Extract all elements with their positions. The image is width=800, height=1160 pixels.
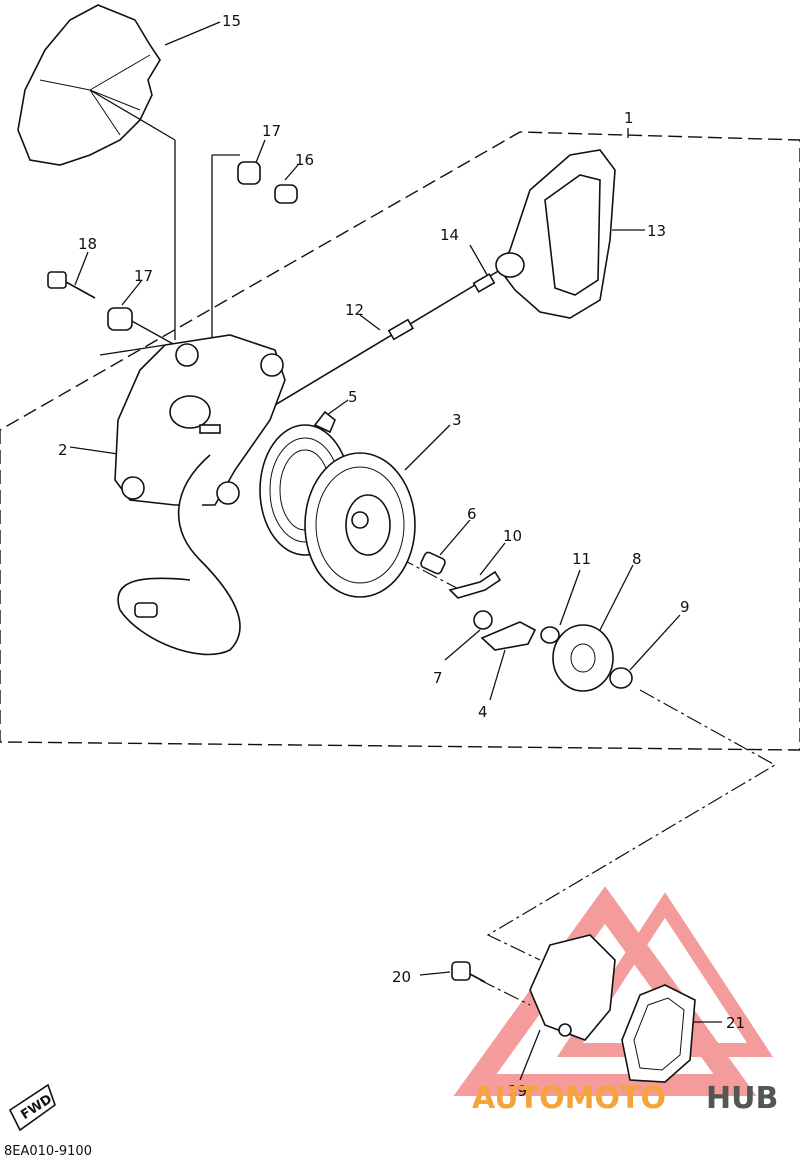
callout-8: 8 [632,550,642,568]
callout-14: 14 [440,226,459,244]
callout-19: 19 [508,1082,527,1100]
part-8-plate [552,624,614,692]
callout-5: 5 [348,388,358,406]
callout-11: 11 [572,550,591,568]
part-17-grommet-upper [237,161,261,185]
watermark-text-part2: HUB [706,1081,778,1116]
part-3-reel [304,452,416,598]
callout-3: 3 [452,411,462,429]
part-2-starter-case [114,334,286,506]
part-17-grommet-lower [107,307,133,331]
alignment-line [486,689,777,961]
fwd-arrow-icon: FWD [8,1083,56,1132]
callout-17-lower: 17 [134,267,153,285]
part-19-bracket [529,934,616,1041]
watermark-text-part1: AUTOMOTO [472,1081,666,1116]
callout-13: 13 [647,222,666,240]
part-4-ratchet [480,621,537,651]
part-9-nut [609,667,633,689]
callout-10: 10 [503,527,522,545]
part-21-gasket [621,984,696,1083]
callout-21: 21 [726,1014,745,1032]
part-6-spring [420,551,446,575]
callout-15: 15 [222,12,241,30]
part-15-decal [17,4,161,166]
diagram-code: 8EA010-9100 [4,1144,92,1159]
part-7-spring [473,610,493,630]
part-11-washer [540,626,560,644]
callout-6: 6 [467,505,477,523]
callout-17-upper: 17 [262,122,281,140]
rope-end [134,602,158,618]
part-10-pawl [448,570,502,599]
callout-2: 2 [58,441,68,459]
callout-7: 7 [433,669,443,687]
assembly-boundary [0,131,800,751]
callout-18: 18 [78,235,97,253]
callout-20: 20 [392,968,411,986]
callout-9: 9 [680,598,690,616]
callout-4: 4 [478,703,488,721]
watermark-logo [453,886,773,1096]
part-18-bolt [47,271,96,299]
part-20-bolt [451,961,486,983]
callout-16: 16 [295,151,314,169]
callout-1: 1 [624,109,634,127]
part-12-rope [249,269,501,421]
part-16-collar [274,184,298,204]
leader-lines [69,21,722,1081]
alignment-line-3 [479,979,531,1006]
part-13-handle [495,149,616,319]
callout-12: 12 [345,301,364,319]
alignment-line-2 [374,544,471,596]
